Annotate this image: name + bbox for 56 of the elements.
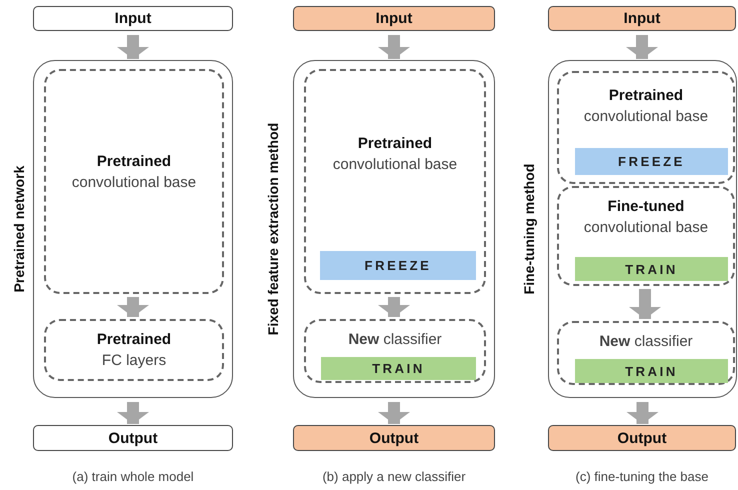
layer-heading: Pretrained [356, 134, 434, 154]
layer-group-box [44, 319, 224, 381]
layer-group-box [557, 321, 735, 385]
train-bar [575, 359, 728, 383]
layer-group-box [304, 69, 486, 294]
io-box [33, 6, 233, 31]
block-arrow [378, 402, 410, 424]
layer-group-box [304, 319, 486, 383]
layer-label: FC layers [100, 351, 168, 371]
block-arrow [629, 289, 661, 319]
io-box [548, 425, 736, 451]
layer-label: convolutional base [70, 173, 198, 193]
block-arrow [378, 297, 410, 317]
layer-label: New classifier [347, 330, 443, 350]
panel-caption: (b) apply a new classifier [322, 470, 466, 483]
bar-label: FREEZE [364, 259, 432, 272]
freeze-bar [320, 251, 476, 280]
layer-group-box [557, 186, 735, 286]
box-label: Input [376, 11, 412, 26]
layer-heading: Pretrained [608, 86, 684, 106]
train-bar [321, 357, 476, 380]
io-box [548, 6, 736, 31]
freeze-bar [575, 148, 728, 175]
block-arrow [117, 402, 149, 424]
layer-heading: Fine-tuned [606, 197, 686, 217]
layer-label: convolutional base [582, 218, 710, 238]
box-label: Output [369, 430, 419, 446]
layer-label: New classifier [598, 332, 694, 352]
side-heading: Fixed feature extraction method [266, 122, 280, 336]
layer-label: convolutional base [332, 155, 458, 175]
train-bar [575, 257, 728, 281]
panel-caption: (a) train whole model [72, 470, 194, 483]
block-arrow [626, 402, 658, 424]
io-box [293, 6, 495, 31]
bar-label: TRAIN [625, 262, 678, 276]
bar-label: FREEZE [618, 155, 685, 168]
block-arrow [117, 35, 149, 59]
io-box [293, 425, 495, 451]
box-label: Output [617, 430, 667, 446]
bar-label: TRAIN [625, 364, 678, 378]
block-arrow [117, 297, 149, 317]
layer-heading: Pretrained [96, 152, 172, 172]
block-arrow [626, 35, 658, 59]
side-heading: Pretrained network [12, 166, 26, 292]
box-label: Input [624, 11, 660, 26]
box-label: Output [108, 430, 158, 446]
box-label: Input [114, 11, 152, 26]
io-box [33, 425, 233, 451]
side-heading: Fine-tuning method [522, 164, 536, 294]
bar-label: TRAIN [372, 362, 425, 375]
layer-group-box [557, 71, 735, 184]
panel-caption: (c) fine-tuning the base [576, 470, 708, 483]
layer-heading: Pretrained [96, 330, 172, 350]
layer-label: convolutional base [582, 107, 710, 127]
block-arrow [378, 35, 410, 59]
layer-group-box [44, 69, 224, 294]
